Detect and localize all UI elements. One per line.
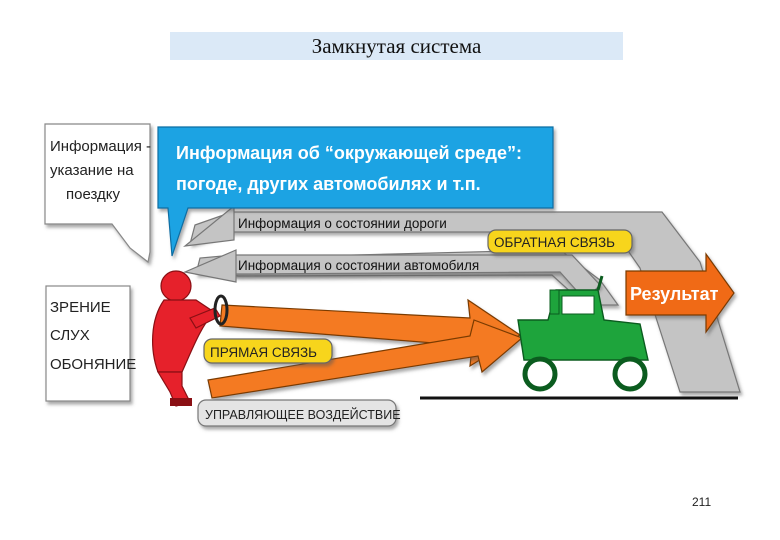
senses-line-3: ОБОНЯНИЕ <box>50 356 136 373</box>
driver-figure <box>152 270 229 407</box>
car-icon <box>517 275 649 392</box>
road-info-arrow <box>189 211 741 393</box>
direct-link-arrow-lower <box>207 319 524 399</box>
note-box-line-2: указание на <box>50 162 134 179</box>
page-number: 211 <box>692 495 712 509</box>
direct-link-label: ПРЯМАЯ СВЯЗЬ <box>210 345 317 360</box>
title-bar: Замкнутая система <box>170 32 623 60</box>
note-callout-box <box>44 123 151 264</box>
result-label: Результат <box>630 284 719 304</box>
environment-info-line-1: Информация об “окружающей среде”: <box>176 143 522 163</box>
result-arrow <box>625 252 735 334</box>
page-title: Замкнутая система <box>311 33 482 58</box>
environment-info-line-2: погоде, других автомобилях и т.п. <box>176 174 481 194</box>
note-box-line-1: Информация - <box>50 138 151 155</box>
car-info-arrowhead <box>182 249 237 283</box>
control-action-label-box <box>197 399 397 427</box>
control-action-label: УПРАВЛЯЮЩЕЕ ВОЗДЕЙСТВИЕ <box>205 407 401 422</box>
direct-link-label-box <box>203 338 333 364</box>
feedback-label: ОБРАТНАЯ СВЯЗЬ <box>494 235 615 250</box>
feedback-label-box <box>487 229 633 254</box>
senses-line-2: СЛУХ <box>50 327 90 344</box>
road-info-arrowhead <box>183 204 235 247</box>
road-info-text: Информация о состоянии дороги <box>238 216 447 231</box>
note-box-line-3: поездку <box>66 186 121 203</box>
senses-box <box>45 285 131 402</box>
car-info-text: Информация о состоянии автомобиля <box>238 258 479 273</box>
car-info-arrow <box>195 254 601 301</box>
senses-line-1: ЗРЕНИЕ <box>50 299 111 316</box>
environment-info-box <box>157 126 554 257</box>
